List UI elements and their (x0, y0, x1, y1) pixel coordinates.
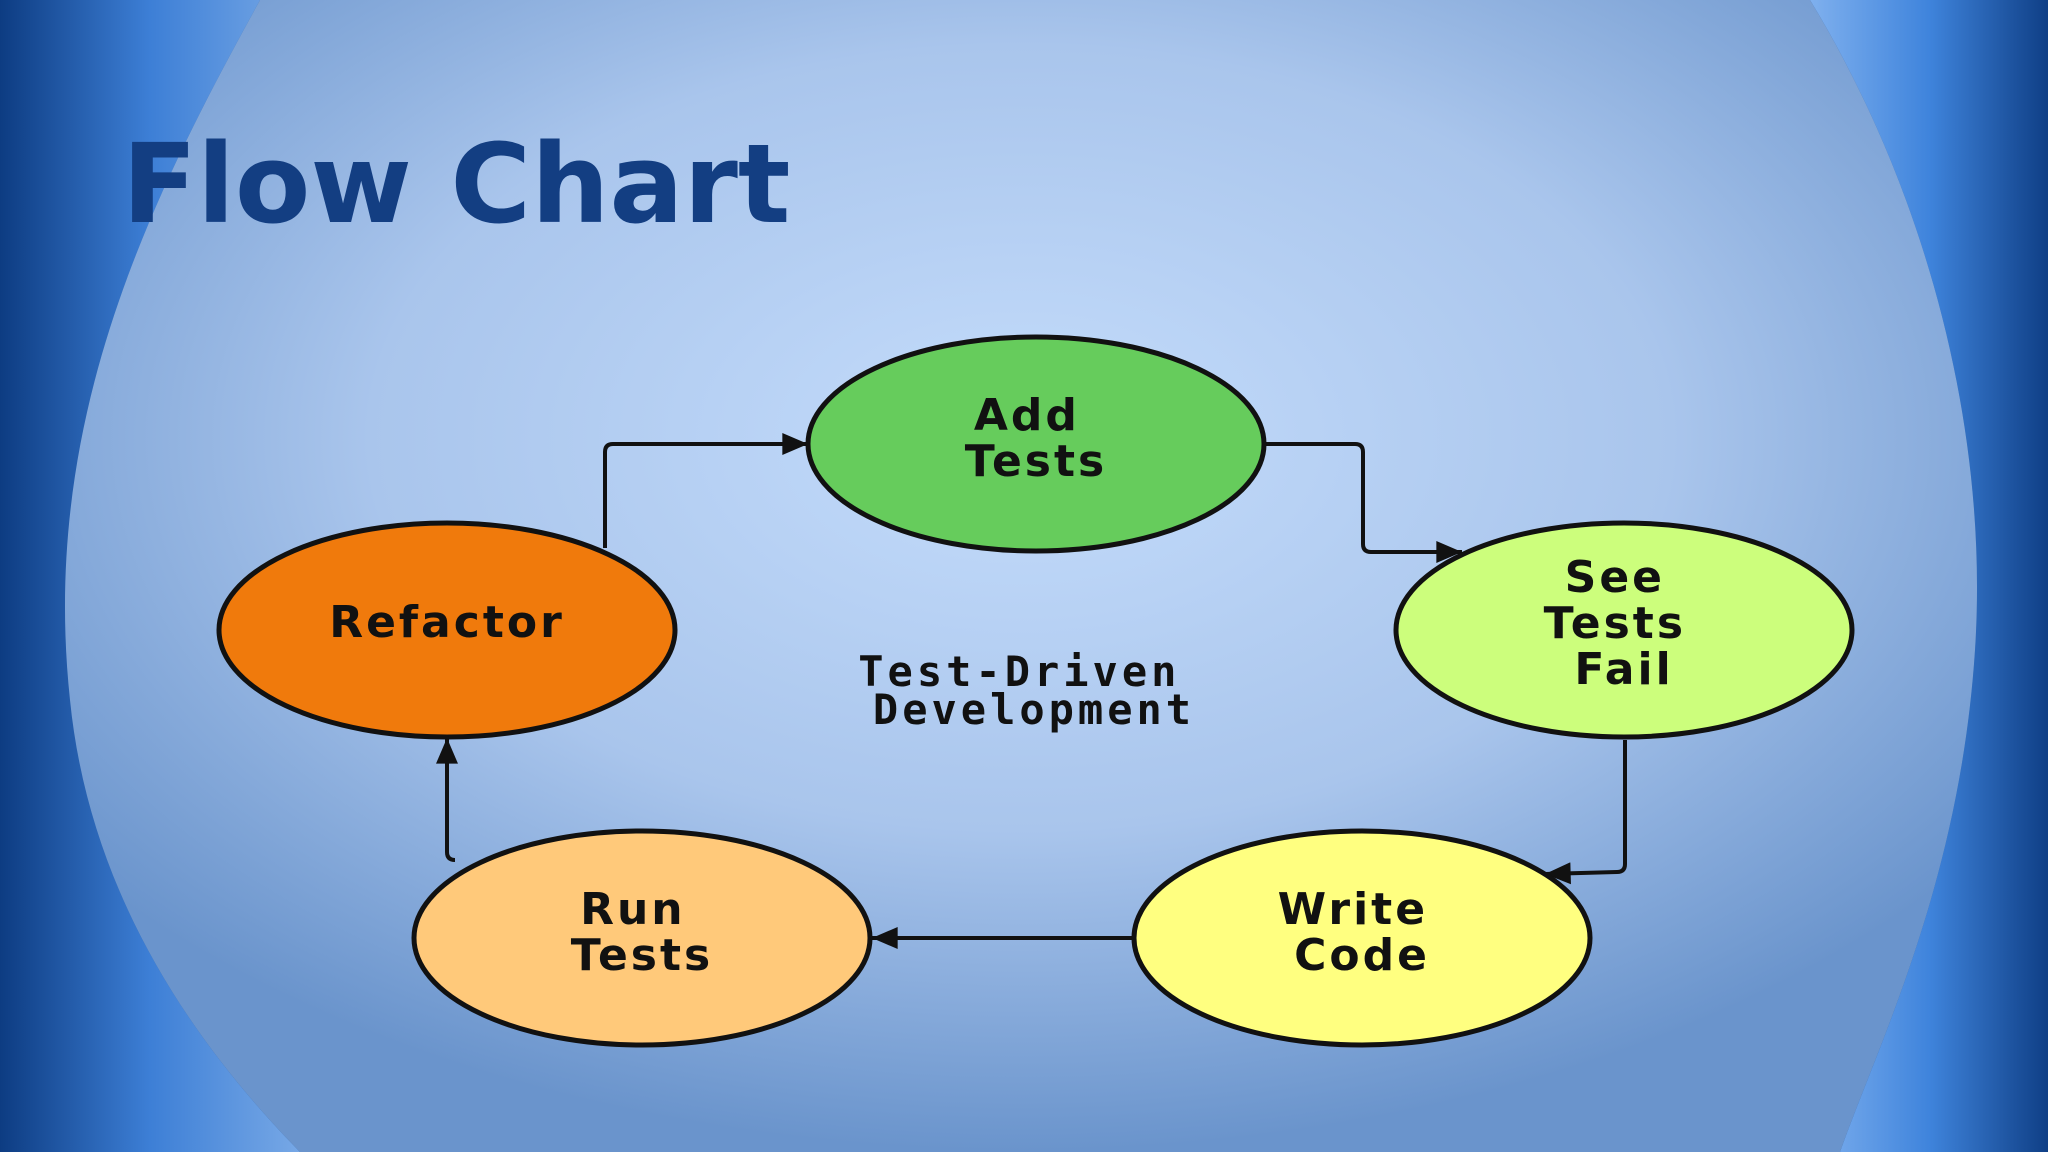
right-wave-decoration (1810, 0, 2048, 1152)
node-write-code-shape (1131, 828, 1593, 1048)
slide-title: Flow Chart (122, 120, 790, 248)
node-add-tests-shape (805, 334, 1267, 554)
center-label: Test-Driven Development (858, 647, 1209, 734)
node-refactor: Refactor (216, 520, 678, 740)
node-write-code: Write Code (1131, 828, 1593, 1048)
node-see-tests-fail-shape (1393, 520, 1855, 740)
edge-add-tests-to-see-tests-fail (1265, 442, 1463, 563)
node-see-tests-fail: See Tests Fail (1393, 520, 1855, 740)
node-run-tests-shape (411, 828, 873, 1048)
node-add-tests: Add Tests (805, 334, 1267, 554)
node-refactor-shape (216, 520, 678, 740)
left-wave-decoration (0, 0, 300, 1152)
edge-see-tests-fail-to-write-code (1544, 740, 1627, 885)
edge-refactor-to-add-tests (603, 433, 808, 548)
node-run-tests-label: Run Tests (571, 884, 713, 981)
node-add-tests-label: Add Tests (965, 390, 1107, 487)
node-see-tests-fail-label: See Tests Fail (1544, 552, 1705, 695)
node-write-code-label: Write Code (1278, 884, 1447, 981)
node-run-tests: Run Tests (411, 828, 873, 1048)
diagram-edges (436, 433, 1627, 949)
edge-run-tests-to-refactor (436, 738, 458, 862)
node-refactor-label: Refactor (329, 597, 565, 648)
